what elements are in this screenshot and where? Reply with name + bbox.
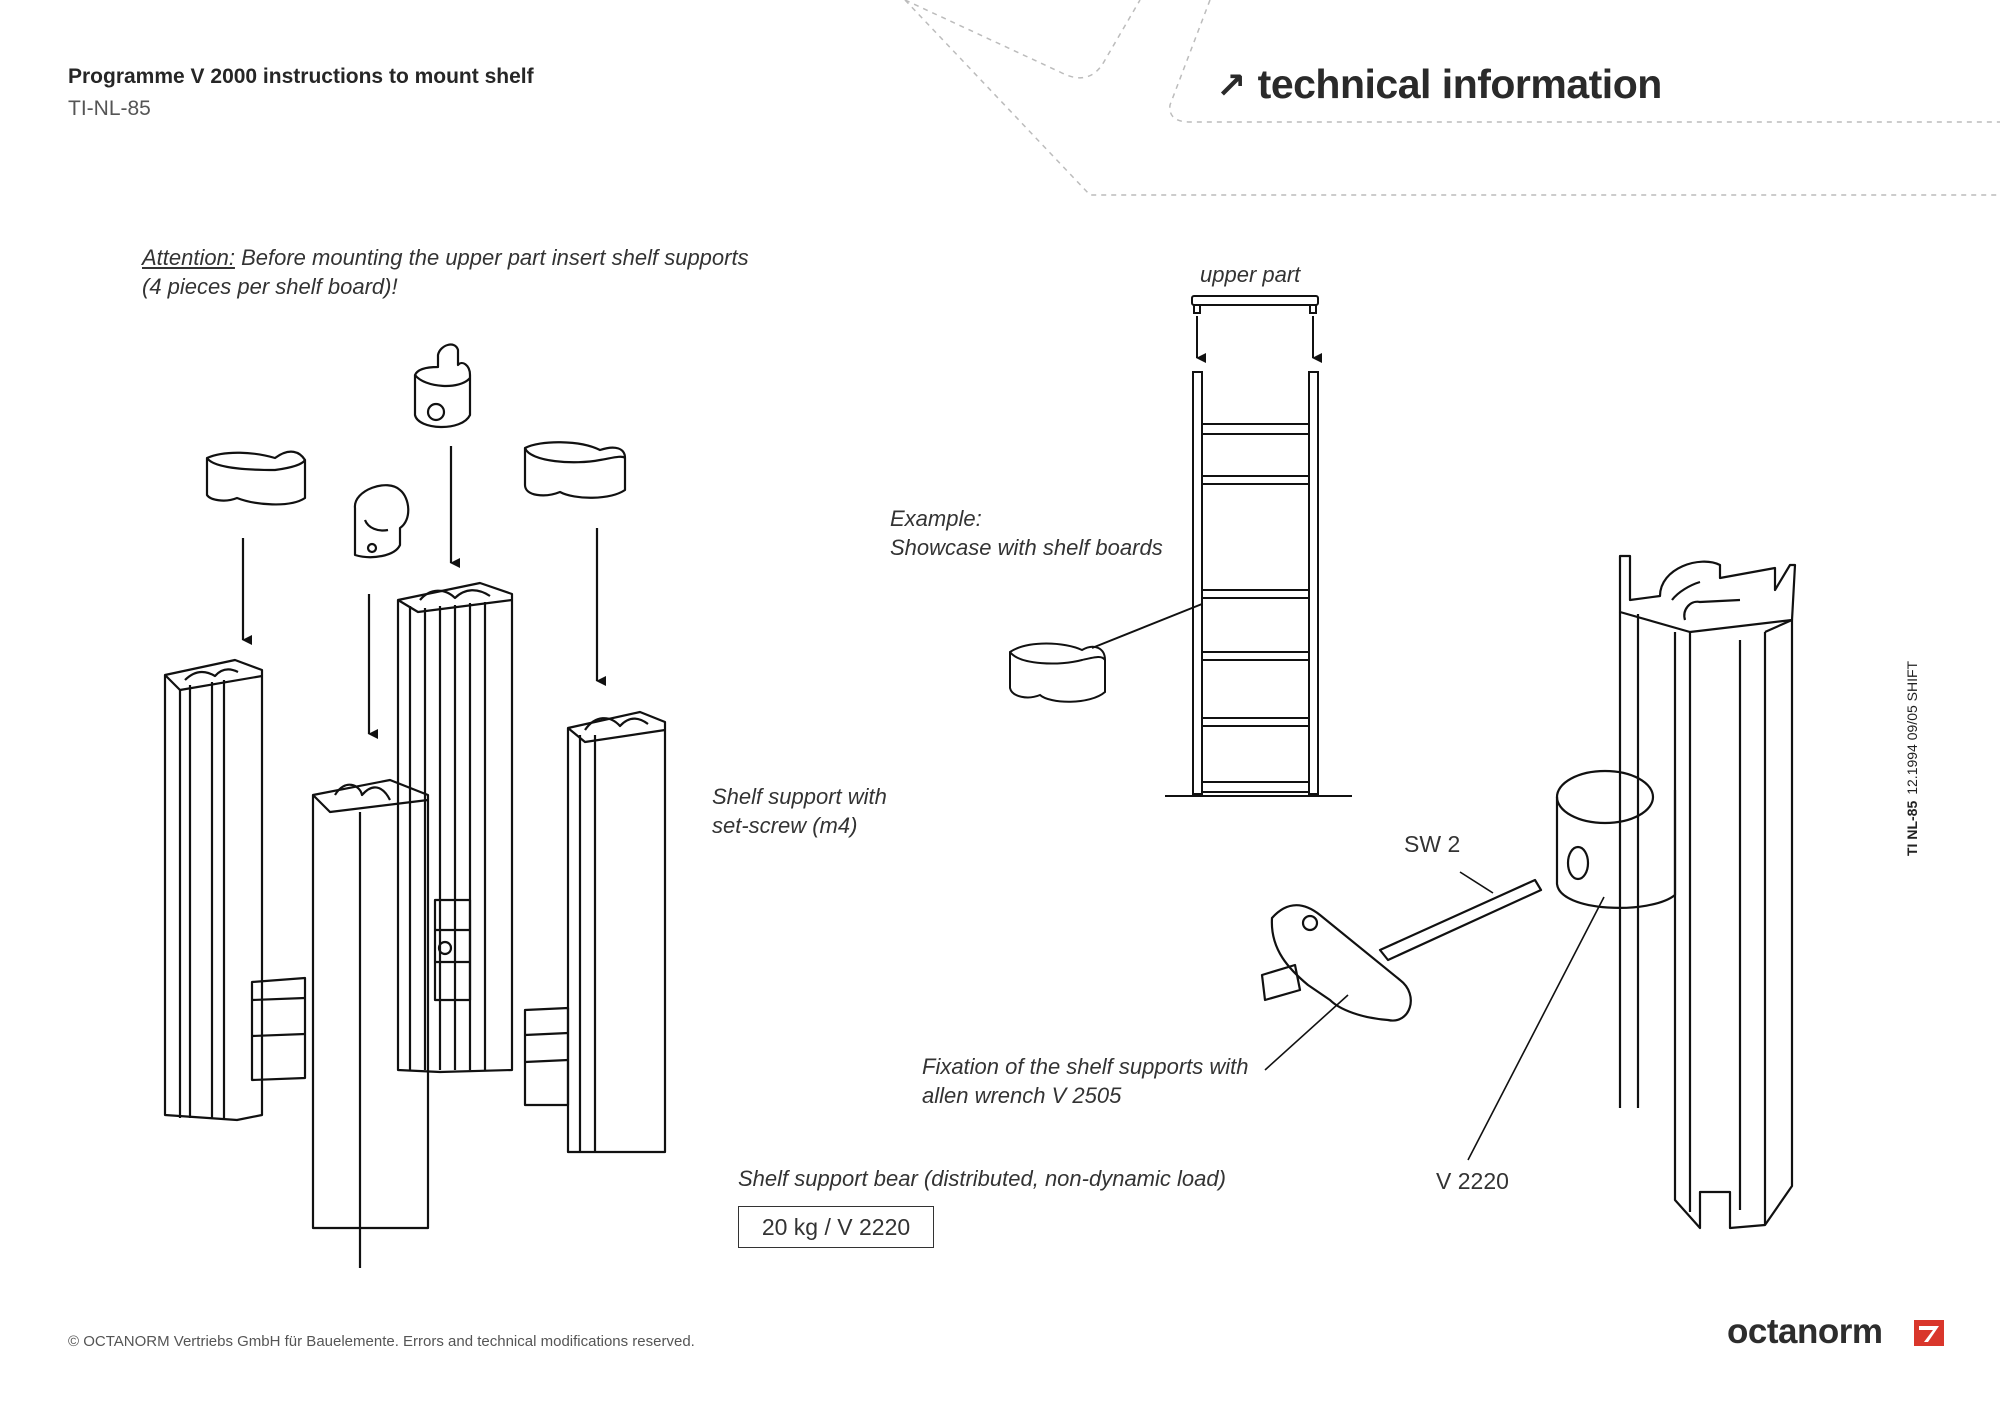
attention-label: Attention: xyxy=(142,245,235,270)
setscrew-line-1: Shelf support with xyxy=(712,784,887,809)
shelf-support-piece-1 xyxy=(205,450,307,506)
shelf-support-detail xyxy=(1009,642,1106,703)
fixation-caption: Fixation of the shelf supports with alle… xyxy=(922,1052,1249,1110)
brand-wordmark: octanorm xyxy=(1727,1312,1883,1351)
mounted-shelf-support xyxy=(1555,769,1677,909)
example-line-2: Showcase with shelf boards xyxy=(890,535,1163,560)
sw-label: SW 2 xyxy=(1404,831,1461,857)
header-dashed-frame xyxy=(904,0,2000,196)
profile-1 xyxy=(163,658,307,1122)
copyright-text: © OCTANORM Vertriebs GmbH für Bauelement… xyxy=(68,1333,695,1350)
profile-2 xyxy=(311,778,430,1268)
document-id: TI-NL-85 xyxy=(68,97,151,120)
fixation-line-2: allen wrench V 2505 xyxy=(922,1083,1122,1108)
profile-4 xyxy=(523,710,667,1154)
section-title-text: technical information xyxy=(1257,61,1663,107)
octanorm-logo-icon xyxy=(1914,1320,1944,1346)
example-line-1: Example: xyxy=(890,506,982,531)
attention-note: Attention: Before mounting the upper par… xyxy=(142,243,749,301)
section-title: ↗ technical information xyxy=(1216,61,1662,108)
showcase-example xyxy=(1009,295,1352,797)
setscrew-caption: Shelf support with set-screw (m4) xyxy=(712,782,887,840)
side-revision-label: TI NL-85 12.1994 09/05 SHIFT xyxy=(1904,661,1920,856)
shelf-support-piece-4 xyxy=(523,441,627,499)
upper-part-label: upper part xyxy=(1200,262,1301,287)
profile-3 xyxy=(396,581,514,1074)
example-caption: Example: Showcase with shelf boards xyxy=(890,504,1163,562)
part-number-label: V 2220 xyxy=(1436,1168,1509,1194)
shelf-support-piece-3 xyxy=(413,343,472,429)
side-code: TI NL-85 xyxy=(1904,800,1920,856)
profile-detail xyxy=(1260,554,1797,1230)
bearing-caption: Shelf support bear (distributed, non-dyn… xyxy=(738,1166,1226,1191)
side-revision: 12.1994 09/05 SHIFT xyxy=(1904,660,1920,795)
attention-text-2: (4 pieces per shelf board)! xyxy=(142,274,398,299)
shelf-support-piece-2 xyxy=(353,484,410,559)
profile-assembly xyxy=(163,343,667,1268)
document-title: Programme V 2000 instructions to mount s… xyxy=(68,65,534,88)
arrow-northeast-icon: ↗ xyxy=(1216,65,1246,106)
attention-text-1: Before mounting the upper part insert sh… xyxy=(241,245,749,270)
setscrew-line-2: set-screw (m4) xyxy=(712,813,858,838)
fixation-line-1: Fixation of the shelf supports with xyxy=(922,1054,1249,1079)
allen-wrench xyxy=(1260,878,1543,1022)
load-value-box: 20 kg / V 2220 xyxy=(738,1206,934,1248)
